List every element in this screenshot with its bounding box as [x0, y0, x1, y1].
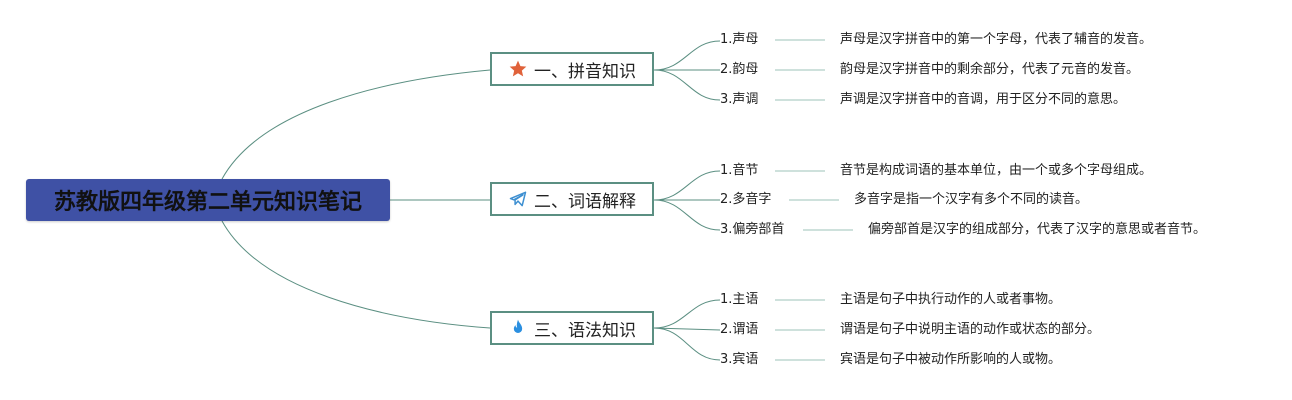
item-term[interactable]: 1.声母: [720, 32, 759, 47]
branch-grammar[interactable]: 三、语法知识: [490, 311, 654, 345]
branch-3-item-2-line: [653, 327, 721, 331]
item-term[interactable]: 2.谓语: [720, 322, 759, 337]
item-description: 谓语是句子中说明主语的动作或状态的部分。: [840, 322, 1101, 337]
item-description: 音节是构成词语的基本单位，由一个或多个字母组成。: [840, 163, 1153, 178]
item-description: 主语是句子中执行动作的人或者事物。: [840, 292, 1062, 307]
item-term[interactable]: 3.偏旁部首: [720, 222, 785, 237]
paper-plane-icon: [508, 189, 528, 209]
branch-2-item-1-line: [653, 170, 721, 201]
item-term[interactable]: 3.声调: [720, 92, 759, 107]
branch-3-item-3-line: [653, 327, 721, 361]
item-term[interactable]: 2.韵母: [720, 62, 759, 77]
root-to-branch-1-line: [221, 69, 491, 180]
item-term[interactable]: 1.主语: [720, 292, 759, 307]
item-term[interactable]: 1.音节: [720, 163, 759, 178]
item-description: 声母是汉字拼音中的第一个字母，代表了辅音的发音。: [840, 32, 1153, 47]
branch-label: 二、词语解释: [534, 191, 636, 212]
flame-icon: [508, 318, 528, 338]
branch-label: 三、语法知识: [534, 320, 636, 341]
branch-vocabulary[interactable]: 二、词语解释: [490, 182, 654, 216]
branch-2-item-3-line: [653, 199, 721, 231]
item-term[interactable]: 3.宾语: [720, 352, 759, 367]
branch-1-item-3-line: [653, 69, 721, 101]
item-description: 声调是汉字拼音中的音调，用于区分不同的意思。: [840, 92, 1127, 107]
root-topic[interactable]: 苏教版四年级第二单元知识笔记: [26, 179, 390, 221]
root-to-branch-3-line: [221, 220, 491, 329]
root-title: 苏教版四年级第二单元知识笔记: [53, 190, 362, 215]
item-description: 多音字是指一个汉字有多个不同的读音。: [854, 192, 1089, 207]
item-description: 韵母是汉字拼音中的剩余部分，代表了元音的发音。: [840, 62, 1140, 77]
item-description: 宾语是句子中被动作所影响的人或物。: [840, 352, 1062, 367]
star-icon: [508, 59, 528, 79]
branch-1-item-1-line: [653, 40, 721, 71]
branch-3-item-1-line: [653, 299, 721, 329]
branch-pinyin[interactable]: 一、拼音知识: [490, 52, 654, 86]
item-term[interactable]: 2.多音字: [720, 192, 772, 207]
item-description: 偏旁部首是汉字的组成部分，代表了汉字的意思或者音节。: [868, 222, 1207, 237]
branch-label: 一、拼音知识: [534, 61, 636, 82]
